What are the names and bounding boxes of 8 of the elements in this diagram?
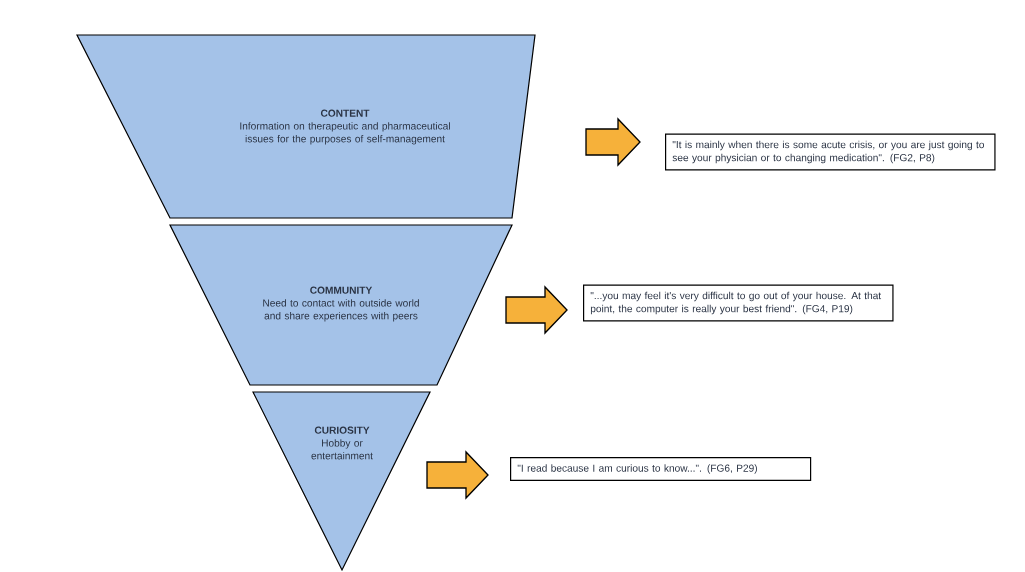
block-arrow [505,285,568,335]
quote-box: "It is mainly when there is some acute crisis, or you are just going to see your physician or to changing medication". (FG2, P8) [665,133,996,171]
quote-box: "...you may feel it's very difficult to go out of your house. At that point, the computer is really your best friend". (FG4, P19) [583,284,894,322]
quote-box: "I read because I am curious to know...". (FG6, P29) [510,457,812,481]
funnel-layer: CONTENT Information on therapeutic and pharmaceutical issues for the purposes of self-management [76,34,536,219]
block-arrow [426,450,489,500]
block-arrow [585,117,641,167]
funnel-layer: COMMUNITY Need to contact with outside world and share experiences with peers [169,224,513,386]
